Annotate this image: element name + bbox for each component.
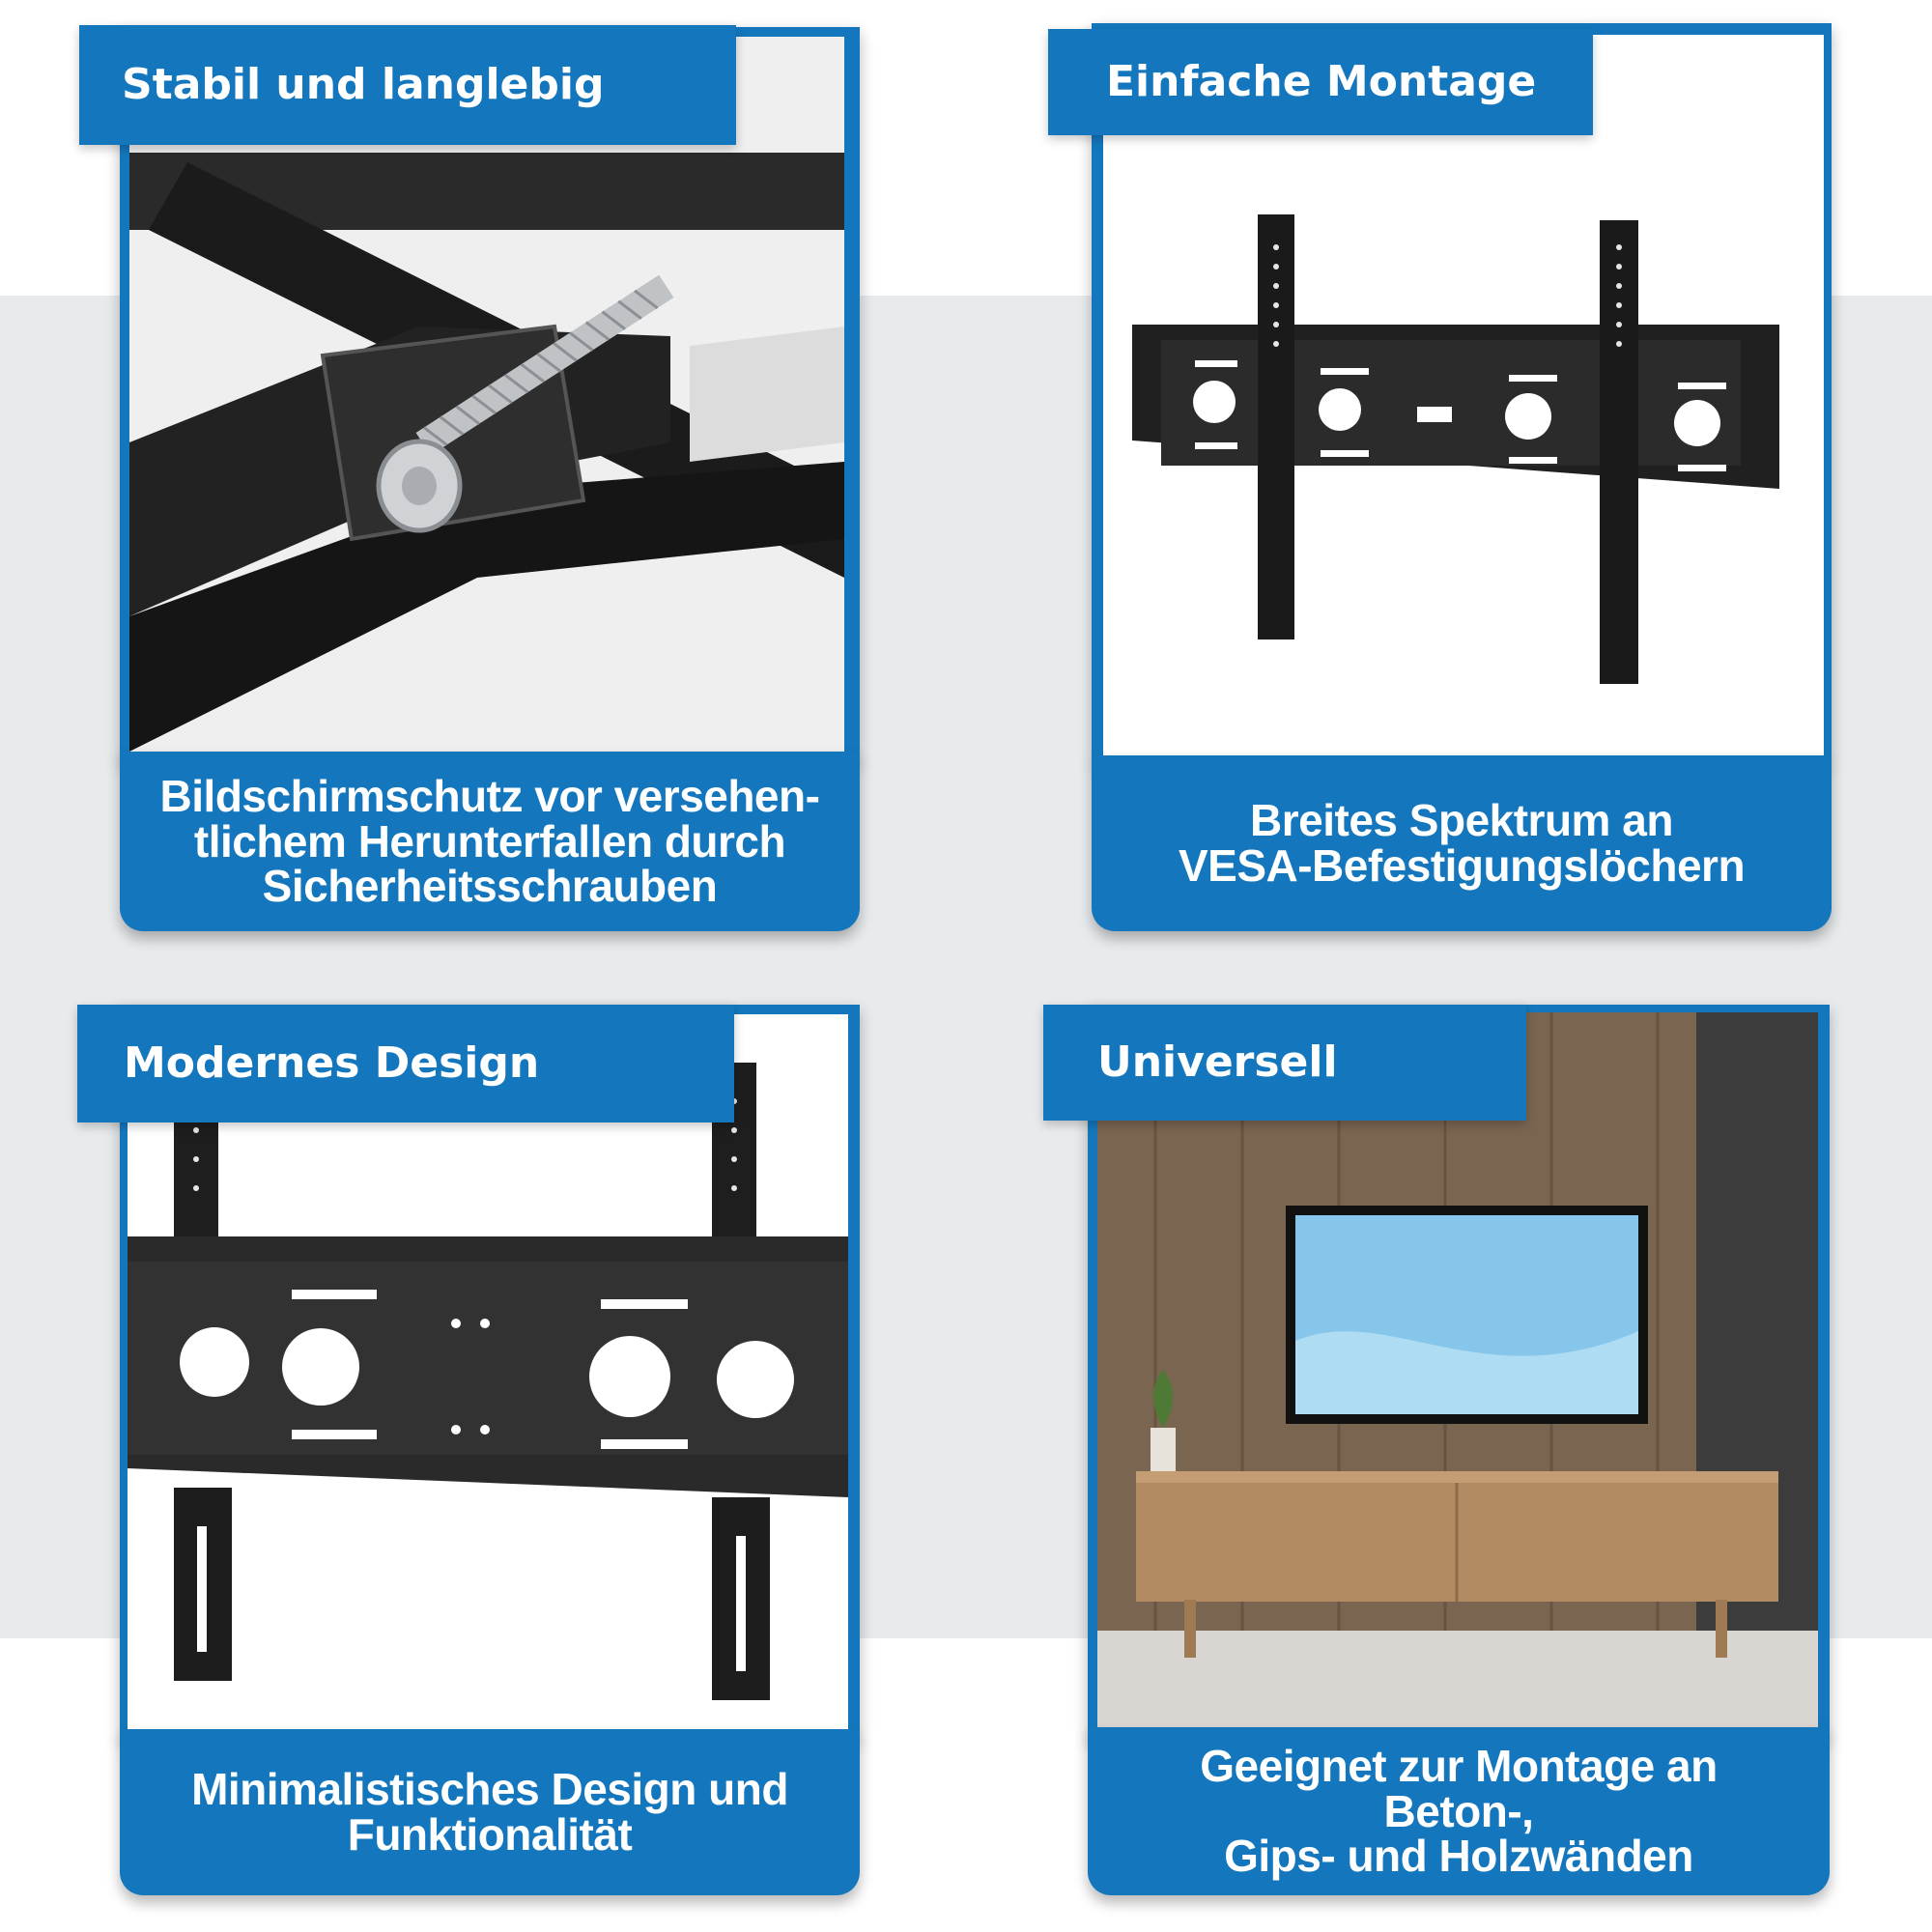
panel-caption: Geeignet zur Montage an Beton-, Gips- un… <box>1088 1727 1830 1895</box>
panel-caption: Bildschirmschutz vor versehen- tlichem H… <box>120 752 860 931</box>
caption-line: Breites Spektrum an <box>1250 795 1673 846</box>
caption-line: Geeignet zur Montage an Beton-, <box>1200 1740 1718 1836</box>
screw-bracket-photo-icon <box>129 37 844 752</box>
caption-line: Minimalistisches Design und <box>191 1764 788 1815</box>
panel-title: Einfache Montage <box>1048 29 1593 135</box>
panel-title: Modernes Design <box>77 1005 734 1122</box>
caption-line: VESA-Befestigungslöchern <box>1178 840 1746 891</box>
caption-line: Gips- und Holzwänden <box>1224 1831 1693 1882</box>
mount-closeup-photo-icon <box>128 1014 848 1735</box>
wall-mount-photo-icon <box>1103 35 1824 755</box>
panel-caption: Minimalistisches Design und Funktionalit… <box>120 1729 860 1895</box>
panel-caption: Breites Spektrum an VESA-Befestigungslöc… <box>1092 755 1832 931</box>
caption-line: Bildschirmschutz vor versehen- <box>159 770 820 821</box>
panel-title: Stabil und langlebig <box>79 25 736 145</box>
caption-line: Sicherheitsschrauben <box>262 861 718 912</box>
panel-title: Universell <box>1043 1005 1526 1121</box>
living-room-tv-photo-icon <box>1097 1012 1818 1733</box>
caption-line: tlichem Herunterfallen durch <box>193 815 786 867</box>
caption-line: Funktionalität <box>347 1809 633 1860</box>
